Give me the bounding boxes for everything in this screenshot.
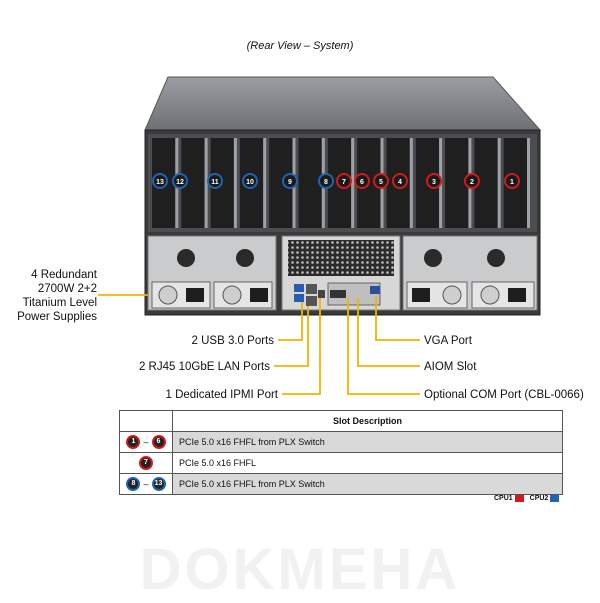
pcie-slot-bracket: [445, 138, 469, 228]
slot-badge-circle: [504, 173, 520, 189]
slot-badge-circle: [373, 173, 389, 189]
slot-badge: 1: [126, 435, 141, 449]
pcie-slot-bracket: [474, 138, 498, 228]
slot-badge-circle: [336, 173, 352, 189]
pcie-slot-rail: [409, 138, 413, 228]
com-label: Optional COM Port (CBL-0066): [424, 389, 584, 401]
slot-badge-circle: [282, 173, 298, 189]
usb-label: 2 USB 3.0 Ports: [191, 335, 274, 347]
slot-badge-number: 10: [246, 179, 254, 186]
aiom-label: AIOM Slot: [424, 361, 477, 373]
slot-description-cell: PCIe 5.0 x16 FHFL from PLX Switch: [172, 431, 563, 453]
table-header-row: Slot Description: [119, 410, 563, 432]
callout-lines: [98, 294, 420, 395]
lan-label: 2 RJ45 10GbE LAN Ports: [138, 361, 270, 373]
pcie-slot-bracket: [298, 138, 322, 228]
slot-badge-number: 6: [360, 179, 364, 186]
io-ports: [294, 282, 381, 306]
slot-range-cell: 7: [119, 452, 173, 474]
slot-badge-number: 11: [211, 179, 219, 186]
psu-label-line: Power Supplies: [17, 311, 97, 323]
pcie-slot-badges: 13 12 11 10 9 8 7 6 5 4 3 2 1: [152, 173, 520, 189]
pcie-slot-rail: [233, 138, 237, 228]
watermark: DOKMEHA: [139, 537, 461, 602]
psu-label-line: 4 Redundant: [31, 269, 97, 281]
legend-cpu2-label: CPU2: [529, 495, 549, 502]
slot-badge-number: 7: [342, 179, 346, 186]
fan: [236, 249, 254, 267]
slot-badge-number: 8: [324, 179, 328, 186]
vent-mesh: [288, 240, 394, 276]
psu-label-line: Titanium Level: [22, 297, 97, 309]
vga-label: VGA Port: [424, 335, 472, 347]
table-header: Slot Description: [172, 410, 563, 432]
slot-badge-number: 2: [470, 179, 474, 186]
fan: [177, 249, 195, 267]
pcie-slot-rail: [204, 138, 208, 228]
slot-description-cell: PCIe 5.0 x16 FHFL: [172, 452, 563, 474]
slot-badge: 6: [151, 435, 166, 449]
slot-badge-circle: [242, 173, 258, 189]
slot-badge-circle: [152, 173, 168, 189]
slot-badge-circle: [354, 173, 370, 189]
slot-badge-circle: [464, 173, 480, 189]
slot-range-cell: 1–6: [119, 431, 173, 453]
slot-badge-circle: [426, 173, 442, 189]
slot-badge-number: 5: [379, 179, 383, 186]
fan: [487, 249, 505, 267]
ipmi-label: 1 Dedicated IPMI Port: [165, 389, 279, 401]
range-dash: –: [143, 437, 149, 447]
pcie-slot-bracket: [181, 138, 205, 228]
slot-badge-number: 1: [510, 179, 514, 186]
slot-range-cell: 8–13: [119, 473, 173, 495]
chassis-top: [144, 76, 542, 131]
psu-label-line: 2700W 2+2: [37, 283, 97, 295]
slot-badge-number: 3: [432, 179, 436, 186]
pcie-slot-bracket: [269, 138, 293, 228]
slot-badge-number: 13: [156, 179, 164, 186]
slot-badge-circle: [172, 173, 188, 189]
range-dash: –: [143, 479, 149, 489]
psu-label: 4 Redundant 2700W 2+2 Titanium Level Pow…: [2, 268, 97, 324]
slot-badge-circle: [207, 173, 223, 189]
slot-badge-number: 12: [176, 179, 184, 186]
legend-cpu1-swatch: [514, 495, 524, 502]
pcie-slot-rail: [263, 138, 267, 228]
slot-badge-circle: [392, 173, 408, 189]
legend-cpu1-label: CPU1: [494, 495, 513, 502]
slot-badge: 8: [126, 477, 141, 491]
slot-badge-circle: [318, 173, 334, 189]
pcie-slot-rail: [351, 138, 355, 228]
slot-badge: 7: [139, 456, 153, 470]
figure-caption: (Rear View – System): [246, 40, 354, 52]
slot-badge-number: 4: [398, 179, 402, 186]
slot-badge: 13: [151, 477, 166, 491]
table-row: 7 PCIe 5.0 x16 FHFL: [119, 452, 563, 474]
slot-description-cell: PCIe 5.0 x16 FHFL from PLX Switch: [172, 473, 563, 495]
fan: [424, 249, 442, 267]
pcie-slot-rail: [497, 138, 501, 228]
legend-cpu2-swatch: [550, 495, 560, 502]
power-supplies: [151, 281, 535, 309]
slot-badge-number: 9: [288, 179, 292, 186]
pcie-slot-rail: [527, 138, 530, 228]
cpu-legend: CPU1 CPU2: [494, 495, 563, 502]
table-header-empty: [119, 410, 173, 432]
